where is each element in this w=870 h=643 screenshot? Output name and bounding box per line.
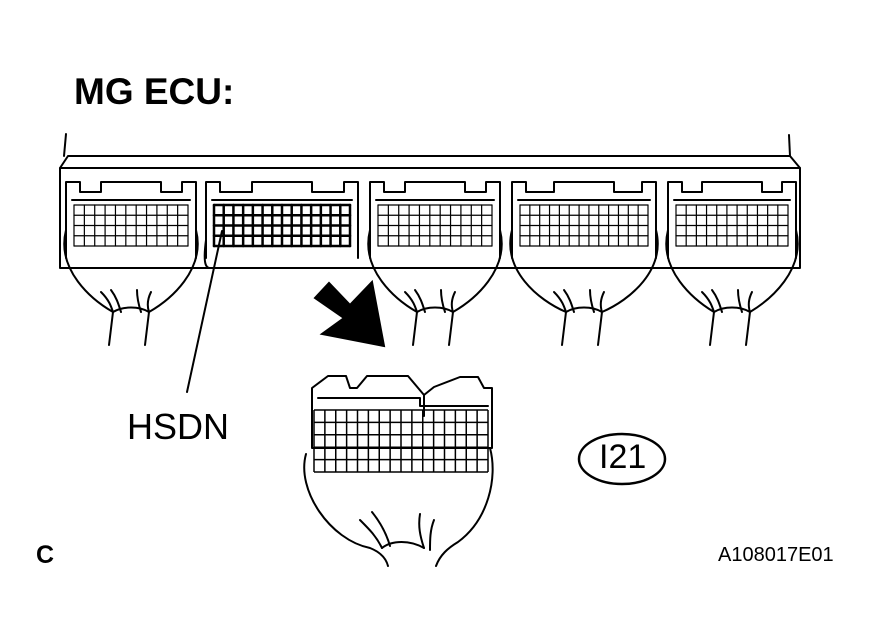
ecu-connector-1 [63,181,199,346]
hsdn-leader-line [186,230,223,393]
ecu-housing [59,133,801,269]
connector-code-label: I21 [599,438,647,476]
ecu-connector-2 [203,181,359,270]
diagram-title: MG ECU: [74,71,235,112]
ecu-connector-5 [665,181,799,346]
ecu-connector-4 [509,181,659,346]
terminal-label-hsdn: HSDN [127,406,230,447]
figure-code: A108017E01 [718,544,834,566]
connector-code-oval [577,432,667,486]
arrow-pointer [313,279,386,348]
corner-letter: C [36,541,55,569]
ecu-connector-3 [367,181,503,346]
enlarged-connector [303,375,494,567]
